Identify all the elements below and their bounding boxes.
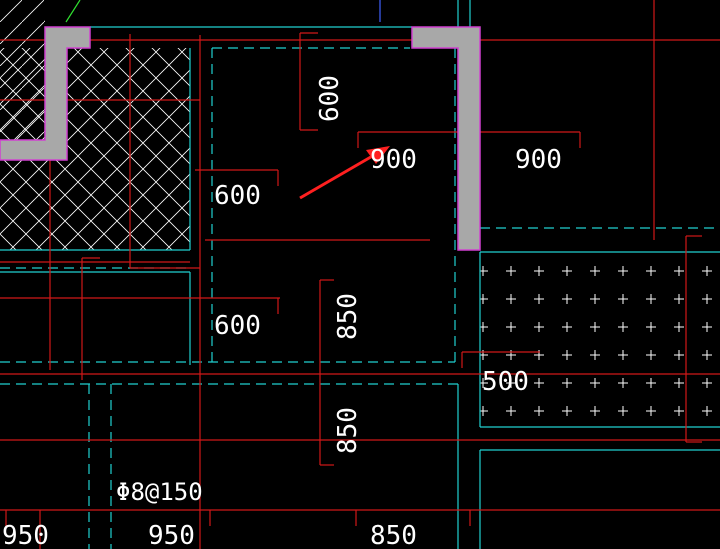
structural-columns [0, 26, 481, 251]
dim-900-right: 900 [515, 145, 562, 175]
dim-850-vert-lower: 850 [333, 407, 363, 454]
dim-850-vert-upper: 850 [333, 293, 363, 340]
column-right [411, 26, 481, 251]
hatch-regions [0, 0, 720, 427]
dim-600-top: 600 [315, 75, 345, 122]
column-left [0, 26, 91, 161]
dim-600-mid: 600 [214, 181, 261, 211]
dim-900-left: 900 [370, 145, 417, 175]
dim-950-mid: 950 [148, 521, 195, 549]
dim-500: 500 [482, 367, 529, 397]
dim-600-low: 600 [214, 311, 261, 341]
plus-pattern-region [480, 252, 720, 427]
misc-markers [65, 0, 381, 23]
red-arrow-annotation [299, 146, 390, 200]
rebar-spec: Φ8@150 [116, 478, 203, 506]
dim-850-bottom: 850 [370, 521, 417, 549]
dim-950-left: 950 [2, 521, 49, 549]
dimension-labels: 600 900 900 600 600 850 850 500 Φ8@150 9… [2, 75, 562, 549]
